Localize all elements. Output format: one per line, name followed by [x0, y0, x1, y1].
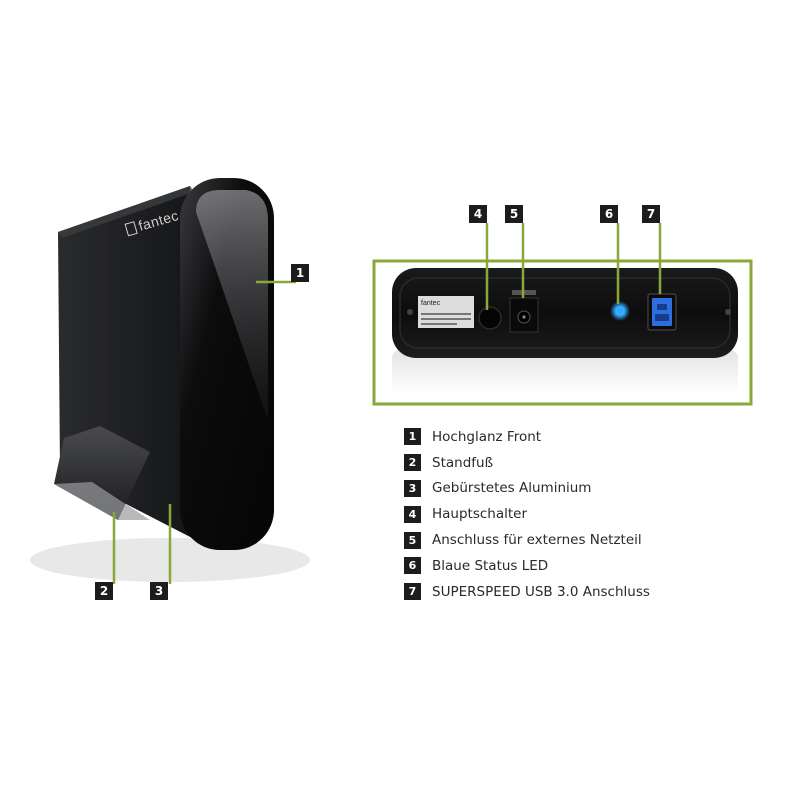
callout-badge-7: 7 [642, 205, 660, 223]
front-gloss-highlight [196, 190, 268, 420]
legend-badge: 6 [404, 557, 421, 575]
rear-label-brand: fantec [421, 299, 440, 308]
legend-item: 7 SUPERSPEED USB 3.0 Anschluss [404, 579, 650, 605]
callout-badge-1: 1 [291, 264, 309, 282]
product-info-label [418, 296, 474, 328]
stand-edge-highlight [54, 482, 150, 520]
rear-device-panel [392, 268, 738, 358]
legend-badge: 7 [404, 583, 421, 601]
legend-badge: 1 [404, 428, 421, 446]
legend-item: 1 Hochglanz Front [404, 424, 650, 450]
dc-jack-pin [522, 315, 526, 319]
legend-text: Blaue Status LED [432, 557, 549, 574]
legend-text: Gebürstetes Aluminium [432, 480, 592, 497]
legend-badge: 4 [404, 505, 421, 523]
rear-view-frame [372, 259, 753, 406]
legend-text: Anschluss für externes Netzteil [432, 532, 642, 549]
legend-item: 5 Anschluss für externes Netzteil [404, 527, 650, 553]
legend-item: 4 Hauptschalter [404, 501, 650, 527]
usb-pin-upper [657, 304, 667, 310]
screw-left [407, 309, 413, 315]
usb3-port [652, 298, 672, 326]
fantec-logo-mark-icon [124, 221, 138, 237]
screw-right [725, 309, 731, 315]
legend-item: 2 Standfuß [404, 450, 650, 476]
legend-text: Hochglanz Front [432, 428, 542, 445]
label-line-1 [421, 313, 471, 315]
legend-badge: 5 [404, 531, 421, 549]
label-line-3 [421, 323, 457, 325]
label-line-2 [421, 318, 471, 320]
device-top-edge [58, 186, 194, 238]
power-switch [478, 306, 502, 330]
legend-badge: 3 [404, 479, 421, 497]
callout-badge-6: 6 [600, 205, 618, 223]
legend-text: SUPERSPEED USB 3.0 Anschluss [432, 583, 650, 600]
rear-device-reflection [392, 350, 738, 394]
callout-badge-5: 5 [505, 205, 523, 223]
legend-badge: 2 [404, 454, 421, 472]
callout-badge-2: 2 [95, 582, 113, 600]
callout-badge-4: 4 [469, 205, 487, 223]
legend-item: 6 Blaue Status LED [404, 553, 650, 579]
legend-text: Standfuß [432, 454, 494, 471]
legend-text: Hauptschalter [432, 506, 528, 523]
legend-item: 3 Gebürstetes Aluminium [404, 476, 650, 502]
status-led [616, 307, 624, 315]
feature-legend: 1 Hochglanz Front 2 Standfuß 3 Gebürstet… [404, 424, 650, 605]
rear-label-brand-text: fantec [421, 300, 441, 307]
callout-badge-3: 3 [150, 582, 168, 600]
usb-pin-lower [655, 314, 669, 321]
